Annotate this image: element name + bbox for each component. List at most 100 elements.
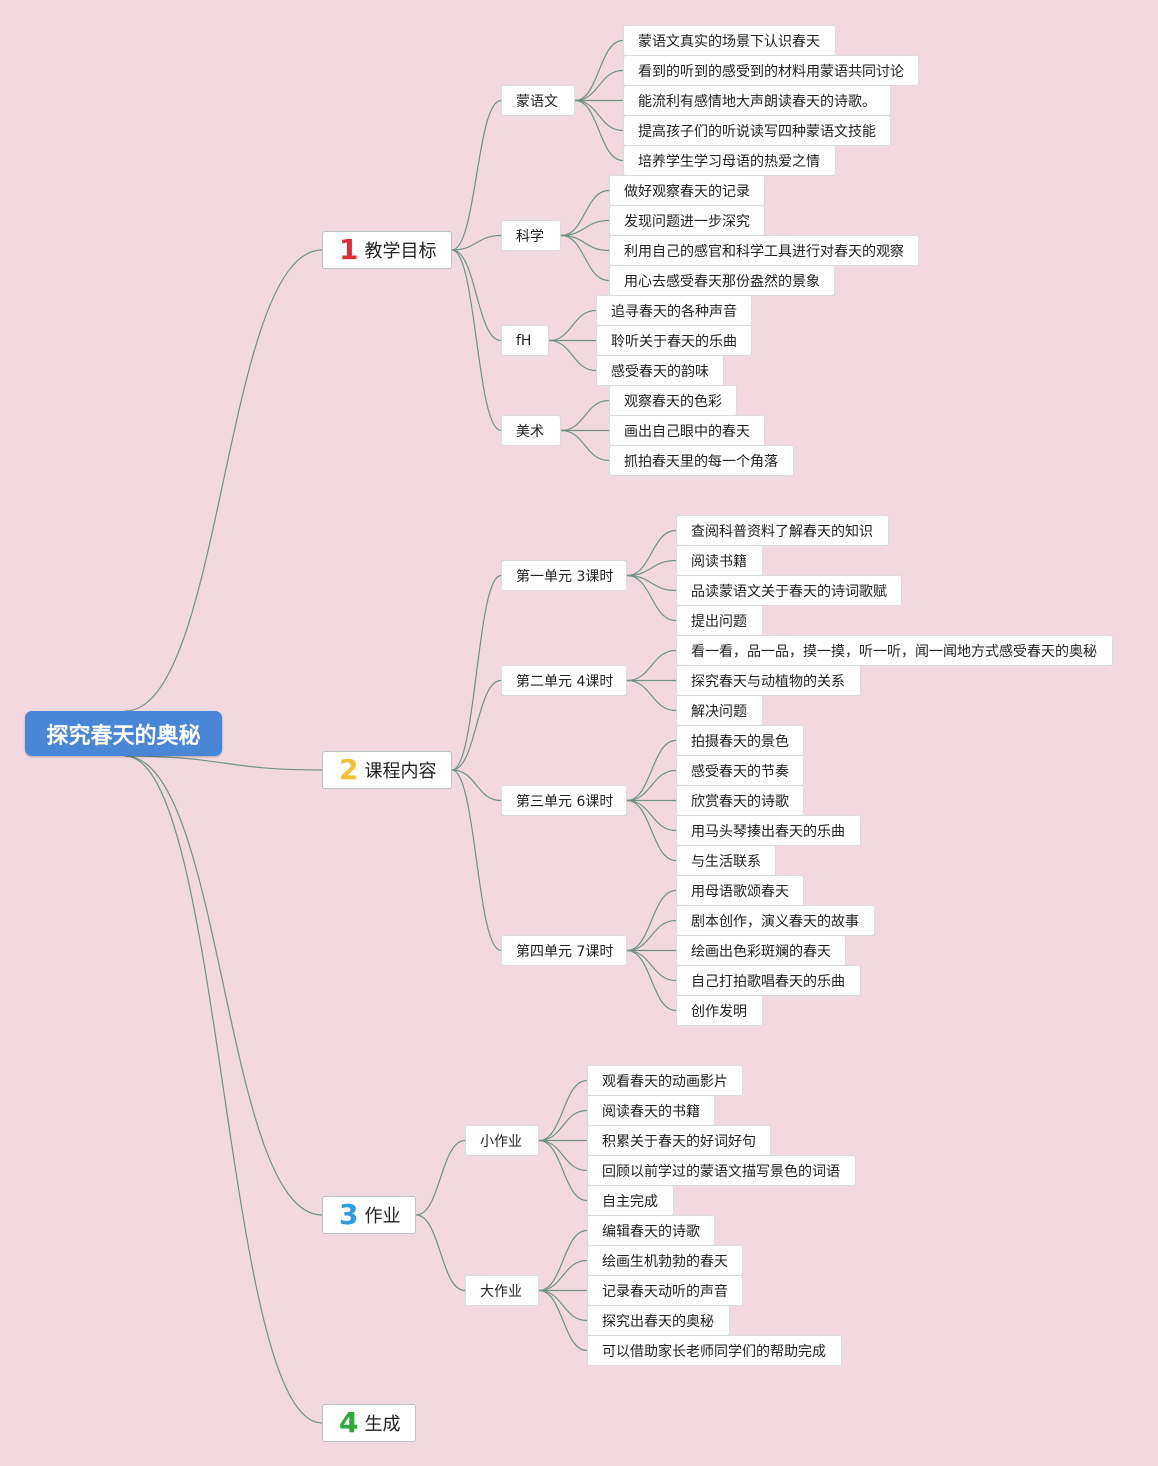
- subtopic-to-leaf-line: [548, 339, 597, 372]
- branch-to-subtopic-line: [451, 574, 502, 771]
- leaf-item[interactable]: 利用自己的感官和科学工具进行对春天的观察: [609, 235, 919, 266]
- number-2-icon: 2: [339, 753, 359, 786]
- branch-to-subtopic-line: [451, 99, 502, 251]
- leaf-item[interactable]: 自主完成: [587, 1185, 674, 1216]
- subtopic-unit-1[interactable]: 第一单元 3课时: [501, 560, 627, 591]
- branch-course-content[interactable]: 2 课程内容: [322, 751, 452, 789]
- branch-to-subtopic-line: [451, 234, 502, 251]
- leaf-item[interactable]: 观看春天的动画影片: [587, 1065, 743, 1096]
- subtopic-to-leaf-line: [538, 1259, 588, 1292]
- subtopic-unit-2[interactable]: 第二单元 4课时: [501, 665, 627, 696]
- subtopic-to-leaf-line: [626, 799, 677, 832]
- subtopic-to-leaf-line: [538, 1079, 588, 1142]
- leaf-item[interactable]: 用马头琴揍出春天的乐曲: [676, 815, 861, 846]
- leaf-item[interactable]: 画出自己眼中的春天: [609, 415, 765, 446]
- subtopic-to-leaf-line: [538, 1229, 588, 1292]
- subtopic-big-homework[interactable]: 大作业: [465, 1275, 539, 1306]
- leaf-item[interactable]: 看一看，品一品，摸一摸，听一听，闻一闻地方式感受春天的奥秘: [676, 635, 1113, 666]
- leaf-item[interactable]: 提高孩子们的听说读写四种蒙语文技能: [623, 115, 891, 146]
- branch-teaching-goals[interactable]: 1 教学目标: [322, 231, 452, 269]
- leaf-item[interactable]: 解决问题: [676, 695, 763, 726]
- subtopic-music[interactable]: fH: [501, 325, 549, 356]
- branch-to-subtopic-line: [451, 679, 502, 771]
- subtopic-mongolian[interactable]: 蒙语文: [501, 85, 575, 116]
- leaf-item[interactable]: 欣赏春天的诗歌: [676, 785, 804, 816]
- subtopic-to-leaf-line: [626, 679, 677, 712]
- leaf-item[interactable]: 能流利有感情地大声朗读春天的诗歌。: [623, 85, 891, 116]
- root-to-branch-line: [124, 755, 323, 771]
- subtopic-to-leaf-line: [574, 69, 624, 102]
- leaf-item[interactable]: 用心去感受春天那份盎然的景象: [609, 265, 835, 296]
- leaf-item[interactable]: 探究出春天的奥秘: [587, 1305, 730, 1336]
- leaf-item[interactable]: 抓拍春天里的每一个角落: [609, 445, 794, 476]
- branch-label: 课程内容: [364, 761, 437, 782]
- subtopic-small-homework[interactable]: 小作业: [465, 1125, 539, 1156]
- leaf-item[interactable]: 创作发明: [676, 995, 763, 1026]
- root-to-branch-line: [124, 249, 323, 712]
- subtopic-unit-4[interactable]: 第四单元 7课时: [501, 935, 627, 966]
- branch-to-subtopic-line: [451, 769, 502, 802]
- subtopic-to-leaf-line: [538, 1289, 588, 1352]
- leaf-item[interactable]: 追寻春天的各种声音: [596, 295, 752, 326]
- subtopic-to-leaf-line: [626, 574, 677, 622]
- subtopic-science[interactable]: 科学: [501, 220, 561, 251]
- leaf-item[interactable]: 编辑春天的诗歌: [587, 1215, 715, 1246]
- leaf-item[interactable]: 绘画出色彩斑斓的春天: [676, 935, 846, 966]
- leaf-item[interactable]: 绘画生机勃勃的春天: [587, 1245, 743, 1276]
- branch-homework[interactable]: 3 作业: [322, 1196, 416, 1234]
- subtopic-to-leaf-line: [626, 949, 677, 982]
- leaf-item[interactable]: 聆听关于春天的乐曲: [596, 325, 752, 356]
- branch-to-subtopic-line: [451, 249, 502, 342]
- leaf-item[interactable]: 回顾以前学过的蒙语文描写景色的词语: [587, 1155, 856, 1186]
- leaf-item[interactable]: 感受春天的韵味: [596, 355, 724, 386]
- branch-label: 作业: [364, 1206, 401, 1227]
- subtopic-to-leaf-line: [548, 309, 597, 342]
- leaf-item[interactable]: 用母语歌颂春天: [676, 875, 804, 906]
- branch-label: 教学目标: [364, 241, 437, 262]
- number-3-icon: 3: [339, 1198, 359, 1231]
- root-topic[interactable]: 探究春天的奥秘: [25, 711, 222, 756]
- leaf-item[interactable]: 积累关于春天的好词好句: [587, 1125, 771, 1156]
- subtopic-to-leaf-line: [574, 99, 624, 132]
- subtopic-to-leaf-line: [626, 919, 677, 952]
- leaf-item[interactable]: 观察春天的色彩: [609, 385, 737, 416]
- subtopic-to-leaf-line: [626, 559, 677, 577]
- leaf-item[interactable]: 做好观察春天的记录: [609, 175, 765, 206]
- leaf-item[interactable]: 与生活联系: [676, 845, 776, 876]
- leaf-item[interactable]: 提出问题: [676, 605, 763, 636]
- leaf-item[interactable]: 发现问题进一步深究: [609, 205, 765, 236]
- subtopic-to-leaf-line: [626, 799, 677, 862]
- number-1-icon: 1: [339, 233, 359, 266]
- branch-to-subtopic-line: [415, 1139, 466, 1216]
- subtopic-to-leaf-line: [560, 234, 610, 282]
- leaf-item[interactable]: 蒙语文真实的场景下认识春天: [623, 25, 836, 56]
- subtopic-to-leaf-line: [626, 739, 677, 802]
- leaf-item[interactable]: 剧本创作，演义春天的故事: [676, 905, 875, 936]
- leaf-item[interactable]: 自己打拍歌唱春天的乐曲: [676, 965, 861, 996]
- leaf-item[interactable]: 拍摄春天的景色: [676, 725, 804, 756]
- leaf-item[interactable]: 查阅科普资料了解春天的知识: [676, 515, 889, 546]
- subtopic-to-leaf-line: [538, 1139, 588, 1202]
- leaf-item[interactable]: 培养学生学习母语的热爱之情: [623, 145, 836, 176]
- root-to-branch-line: [124, 755, 323, 1216]
- leaf-item[interactable]: 看到的听到的感受到的材料用蒙语共同讨论: [623, 55, 919, 86]
- branch-to-subtopic-line: [415, 1214, 466, 1292]
- leaf-item[interactable]: 探究春天与动植物的关系: [676, 665, 861, 696]
- leaf-item[interactable]: 阅读春天的书籍: [587, 1095, 715, 1126]
- number-4-icon: 4: [339, 1406, 359, 1439]
- subtopic-art[interactable]: 美术: [501, 415, 561, 446]
- leaf-item[interactable]: 感受春天的节奏: [676, 755, 804, 786]
- leaf-item[interactable]: 阅读书籍: [676, 545, 763, 576]
- leaf-item[interactable]: 可以借助家长老师同学们的帮助完成: [587, 1335, 842, 1366]
- subtopic-to-leaf-line: [538, 1289, 588, 1322]
- leaf-item[interactable]: 品读蒙语文关于春天的诗词歌赋: [676, 575, 902, 606]
- subtopic-to-leaf-line: [626, 649, 677, 682]
- subtopic-unit-3[interactable]: 第三单元 6课时: [501, 785, 627, 816]
- leaf-item[interactable]: 记录春天动听的声音: [587, 1275, 743, 1306]
- subtopic-to-leaf-line: [626, 574, 677, 592]
- branch-label: 生成: [364, 1414, 401, 1435]
- branch-generation[interactable]: 4 生成: [322, 1404, 416, 1442]
- subtopic-to-leaf-line: [574, 39, 624, 102]
- subtopic-to-leaf-line: [560, 429, 610, 462]
- subtopic-to-leaf-line: [538, 1109, 588, 1142]
